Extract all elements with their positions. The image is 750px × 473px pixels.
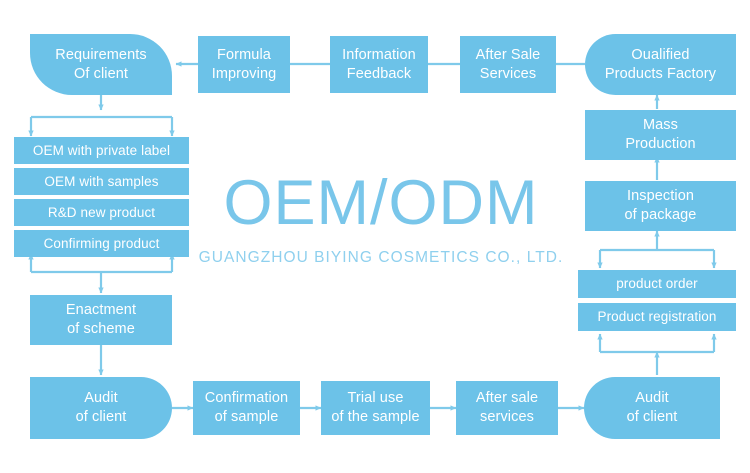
node-line: of scheme bbox=[67, 321, 135, 337]
node-confirmation-of-sample[interactable]: Confirmation of sample bbox=[193, 381, 300, 435]
node-line: Audit bbox=[635, 390, 669, 407]
node-formula-improving[interactable]: Formula Improving bbox=[198, 36, 290, 93]
node-requirements-of-client[interactable]: Requirements Of client bbox=[30, 34, 172, 95]
node-line: R&D new product bbox=[47, 204, 156, 220]
node-inspection-of-package[interactable]: Inspection of package bbox=[585, 181, 736, 231]
node-line: Confirmation bbox=[204, 390, 289, 407]
node-line: Audit bbox=[84, 390, 118, 407]
node-after-sale-services-top[interactable]: After Sale Services bbox=[460, 36, 556, 93]
node-line: Product registration bbox=[597, 309, 717, 325]
node-line: of sample bbox=[214, 409, 279, 425]
node-trial-use-of-sample[interactable]: Trial use of the sample bbox=[321, 381, 430, 435]
node-oem-with-samples[interactable]: OEM with samples bbox=[14, 168, 189, 195]
node-after-sale-services-bottom[interactable]: After sale services bbox=[456, 381, 558, 435]
node-line: Inspection bbox=[626, 188, 695, 205]
node-line: Of client bbox=[73, 65, 129, 82]
node-enactment-of-scheme[interactable]: Enactment of scheme bbox=[30, 295, 172, 345]
node-line: Requirements bbox=[55, 46, 147, 63]
node-line: of client bbox=[75, 409, 127, 425]
node-line: services bbox=[480, 409, 534, 425]
node-product-registration[interactable]: Product registration bbox=[578, 303, 736, 331]
node-line: Oualified bbox=[631, 46, 690, 63]
node-line: After Sale bbox=[475, 46, 541, 63]
brand-watermark: OEM/ODM GUANGZHOU BIYING COSMETICS CO., … bbox=[195, 172, 567, 267]
node-confirming-product[interactable]: Confirming product bbox=[14, 230, 189, 257]
brand-title: OEM/ODM bbox=[223, 168, 539, 238]
node-line: of the sample bbox=[331, 409, 420, 425]
node-line: product order bbox=[616, 276, 698, 292]
node-line: Production bbox=[625, 136, 696, 152]
node-product-order[interactable]: product order bbox=[578, 270, 736, 298]
node-line: After sale bbox=[475, 390, 539, 407]
node-line: OEM with samples bbox=[44, 173, 159, 189]
node-line: of package bbox=[624, 207, 697, 223]
node-line: of client bbox=[626, 409, 678, 425]
node-mass-production[interactable]: Mass Production bbox=[585, 110, 736, 160]
node-audit-of-client-right[interactable]: Audit of client bbox=[584, 377, 720, 439]
node-line: Services bbox=[479, 65, 537, 82]
node-rd-new-product[interactable]: R&D new product bbox=[14, 199, 189, 226]
node-line: Trial use bbox=[347, 390, 404, 407]
node-line: Mass bbox=[642, 117, 679, 134]
node-line: OEM with private label bbox=[32, 142, 171, 158]
node-line: Feedback bbox=[346, 65, 412, 82]
node-line: Information bbox=[342, 46, 416, 63]
node-line: Enactment bbox=[65, 302, 137, 319]
node-oem-with-private-label[interactable]: OEM with private label bbox=[14, 137, 189, 164]
node-qualified-products-factory[interactable]: Oualified Products Factory bbox=[585, 34, 736, 95]
node-line: Products Factory bbox=[604, 65, 717, 82]
node-line: Formula bbox=[217, 46, 271, 63]
node-line: Improving bbox=[211, 65, 277, 82]
node-line: Confirming product bbox=[43, 235, 160, 251]
node-audit-of-client-left[interactable]: Audit of client bbox=[30, 377, 172, 439]
brand-subtitle: GUANGZHOU BIYING COSMETICS CO., LTD. bbox=[198, 249, 564, 266]
node-information-feedback[interactable]: Information Feedback bbox=[330, 36, 428, 93]
